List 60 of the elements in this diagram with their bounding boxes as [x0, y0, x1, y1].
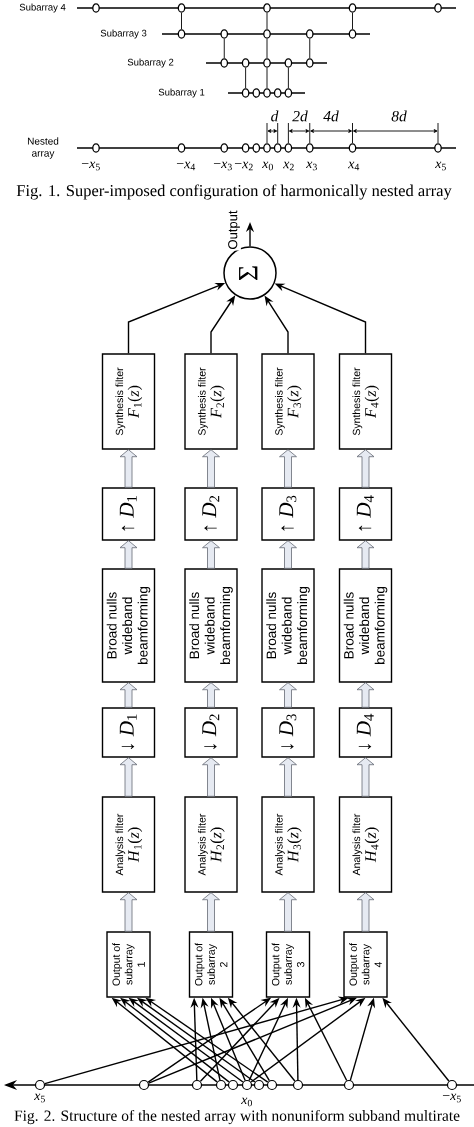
- block-arrow: [119, 682, 138, 708]
- block-arrow: [279, 540, 297, 569]
- block-arrow: [279, 892, 297, 932]
- block-arrow: [202, 540, 220, 569]
- block-arrow: [202, 449, 220, 488]
- edge-label: Output: [227, 209, 241, 251]
- block-arrow: [356, 892, 375, 932]
- array-label: Nested array: [27, 137, 59, 159]
- dimension-label: 4d: [323, 110, 339, 122]
- upsampler-box: ↑ D$_{1}$: [101, 487, 156, 541]
- position-label: x$_{3}$: [306, 161, 317, 171]
- array-label: Subarray 3: [100, 29, 147, 39]
- output-box: Output of subarray 3: [265, 931, 311, 998]
- position-label: −x$_{3}$: [213, 161, 232, 171]
- position-label: −x$_{5}$: [442, 1093, 461, 1103]
- block-arrow: [279, 757, 297, 797]
- block-arrow: [202, 892, 220, 932]
- position-label: x$_{5}$: [435, 161, 446, 171]
- figure-caption: Fig. 2. Structure of the nested array with nonuniform subband multirate: [14, 1109, 460, 1125]
- dimension-label: 8d: [391, 110, 407, 122]
- output-box: Output of subarray 2: [188, 931, 234, 998]
- array-label: Subarray 2: [127, 58, 174, 68]
- output-box: Output of subarray 1: [106, 931, 151, 998]
- array-label: Subarray 4: [19, 3, 66, 13]
- block-arrow: [119, 892, 138, 932]
- upsampler-box: ↑ D$_{3}$: [261, 487, 315, 541]
- position-label: x$_{4}$: [348, 161, 360, 171]
- position-label: −x$_{2}$: [234, 161, 253, 171]
- figure-caption: Fig. 1. Super-imposed configuration of harmonically nested array: [16, 184, 452, 200]
- block-arrow: [279, 449, 297, 488]
- array-label: Subarray 1: [158, 88, 205, 98]
- position-label: x$_{0}$: [241, 1097, 252, 1107]
- beamformer-box: Broad nulls wideband beamforming: [184, 568, 238, 683]
- downsampler-box: ↓ D$_{1}$: [101, 707, 156, 758]
- output-box: Output of subarray 4: [343, 931, 388, 998]
- block-arrow: [279, 682, 297, 708]
- beamformer-box: Broad nulls wideband beamforming: [338, 568, 393, 683]
- position-label: −x$_{5}$: [81, 161, 100, 171]
- beamformer-box: Broad nulls wideband beamforming: [261, 568, 315, 683]
- position-label: −x$_{4}$: [176, 161, 196, 171]
- downsampler-box: ↓ D$_{4}$: [338, 707, 393, 758]
- block-arrow: [356, 540, 375, 569]
- position-label: x$_{2}$: [283, 161, 294, 171]
- block-arrow: [356, 757, 375, 797]
- position-label: x$_{0}$: [262, 161, 273, 171]
- downsampler-box: ↓ D$_{2}$: [184, 707, 238, 758]
- block-arrow: [119, 540, 138, 569]
- beamformer-box: Broad nulls wideband beamforming: [101, 568, 156, 683]
- block-arrow: [202, 682, 220, 708]
- upsampler-box: ↑ D$_{4}$: [338, 487, 393, 541]
- block-arrow: [119, 757, 138, 797]
- block-arrow: [202, 757, 220, 797]
- block-arrow: [356, 449, 375, 488]
- block-arrow: [119, 449, 138, 488]
- position-label: x$_{5}$: [34, 1093, 45, 1103]
- dimension-label: d: [271, 110, 279, 122]
- dimension-label: 2d: [292, 110, 308, 122]
- upsampler-box: ↑ D$_{2}$: [184, 487, 238, 541]
- block-arrow: [356, 682, 375, 708]
- downsampler-box: ↓ D$_{3}$: [261, 707, 315, 758]
